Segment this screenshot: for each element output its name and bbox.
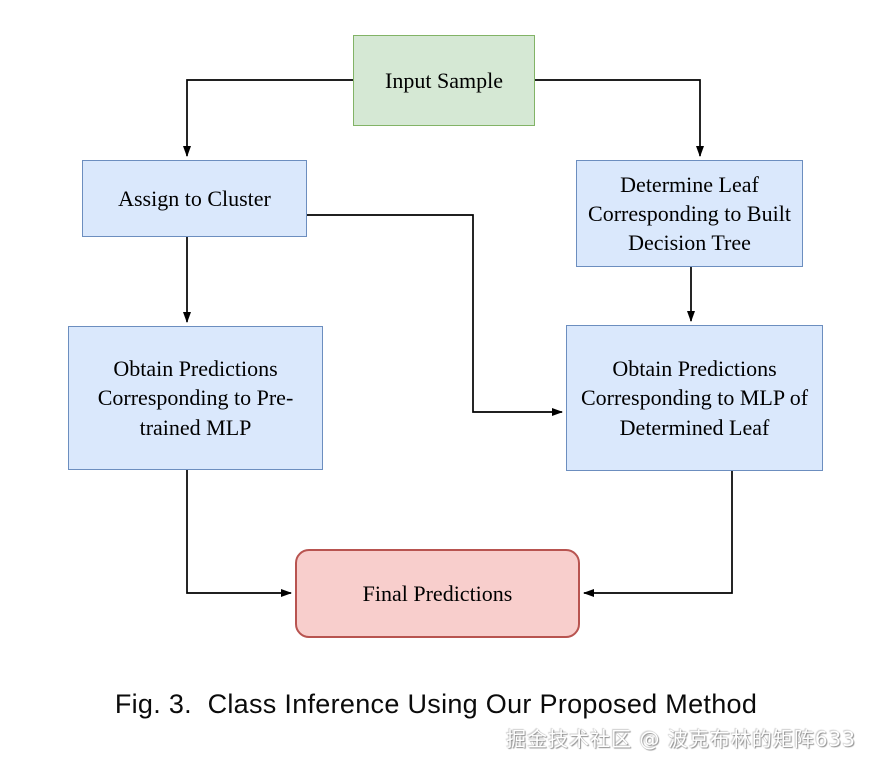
node-assign-to-cluster-label: Assign to Cluster bbox=[118, 185, 271, 211]
node-assign-to-cluster: Assign to Cluster bbox=[82, 160, 307, 237]
node-final-predictions: Final Predictions bbox=[295, 549, 580, 638]
node-determine-leaf: Determine Leaf Corresponding to Built De… bbox=[576, 160, 803, 267]
arrow-assign-to-obtainright bbox=[307, 214, 563, 416]
arrow-obtainright-to-final bbox=[583, 471, 733, 597]
watermark-text: 掘金技术社区 @ 波克布林的矩阵633 bbox=[506, 727, 856, 751]
node-input-sample: Input Sample bbox=[353, 35, 535, 126]
figure-caption: Fig. 3. Class Inference Using Our Propos… bbox=[114, 689, 758, 719]
node-determine-leaf-label: Determine Leaf Corresponding to Built De… bbox=[588, 171, 791, 256]
node-final-predictions-label: Final Predictions bbox=[362, 580, 513, 606]
arrow-input-to-assign bbox=[183, 79, 353, 157]
node-input-sample-label: Input Sample bbox=[385, 67, 503, 93]
node-obtain-predictions-leaf-mlp: Obtain Predictions Corresponding to MLP … bbox=[566, 325, 823, 471]
arrow-obtainleft-to-final bbox=[186, 470, 292, 597]
node-obtain-predictions-pretrained-mlp-label: Obtain Predictions Corresponding to Pre-… bbox=[97, 356, 294, 440]
arrow-input-to-determine bbox=[534, 79, 704, 157]
node-obtain-predictions-pretrained-mlp: Obtain Predictions Corresponding to Pre-… bbox=[68, 326, 323, 470]
node-obtain-predictions-leaf-mlp-label: Obtain Predictions Corresponding to MLP … bbox=[580, 356, 809, 440]
